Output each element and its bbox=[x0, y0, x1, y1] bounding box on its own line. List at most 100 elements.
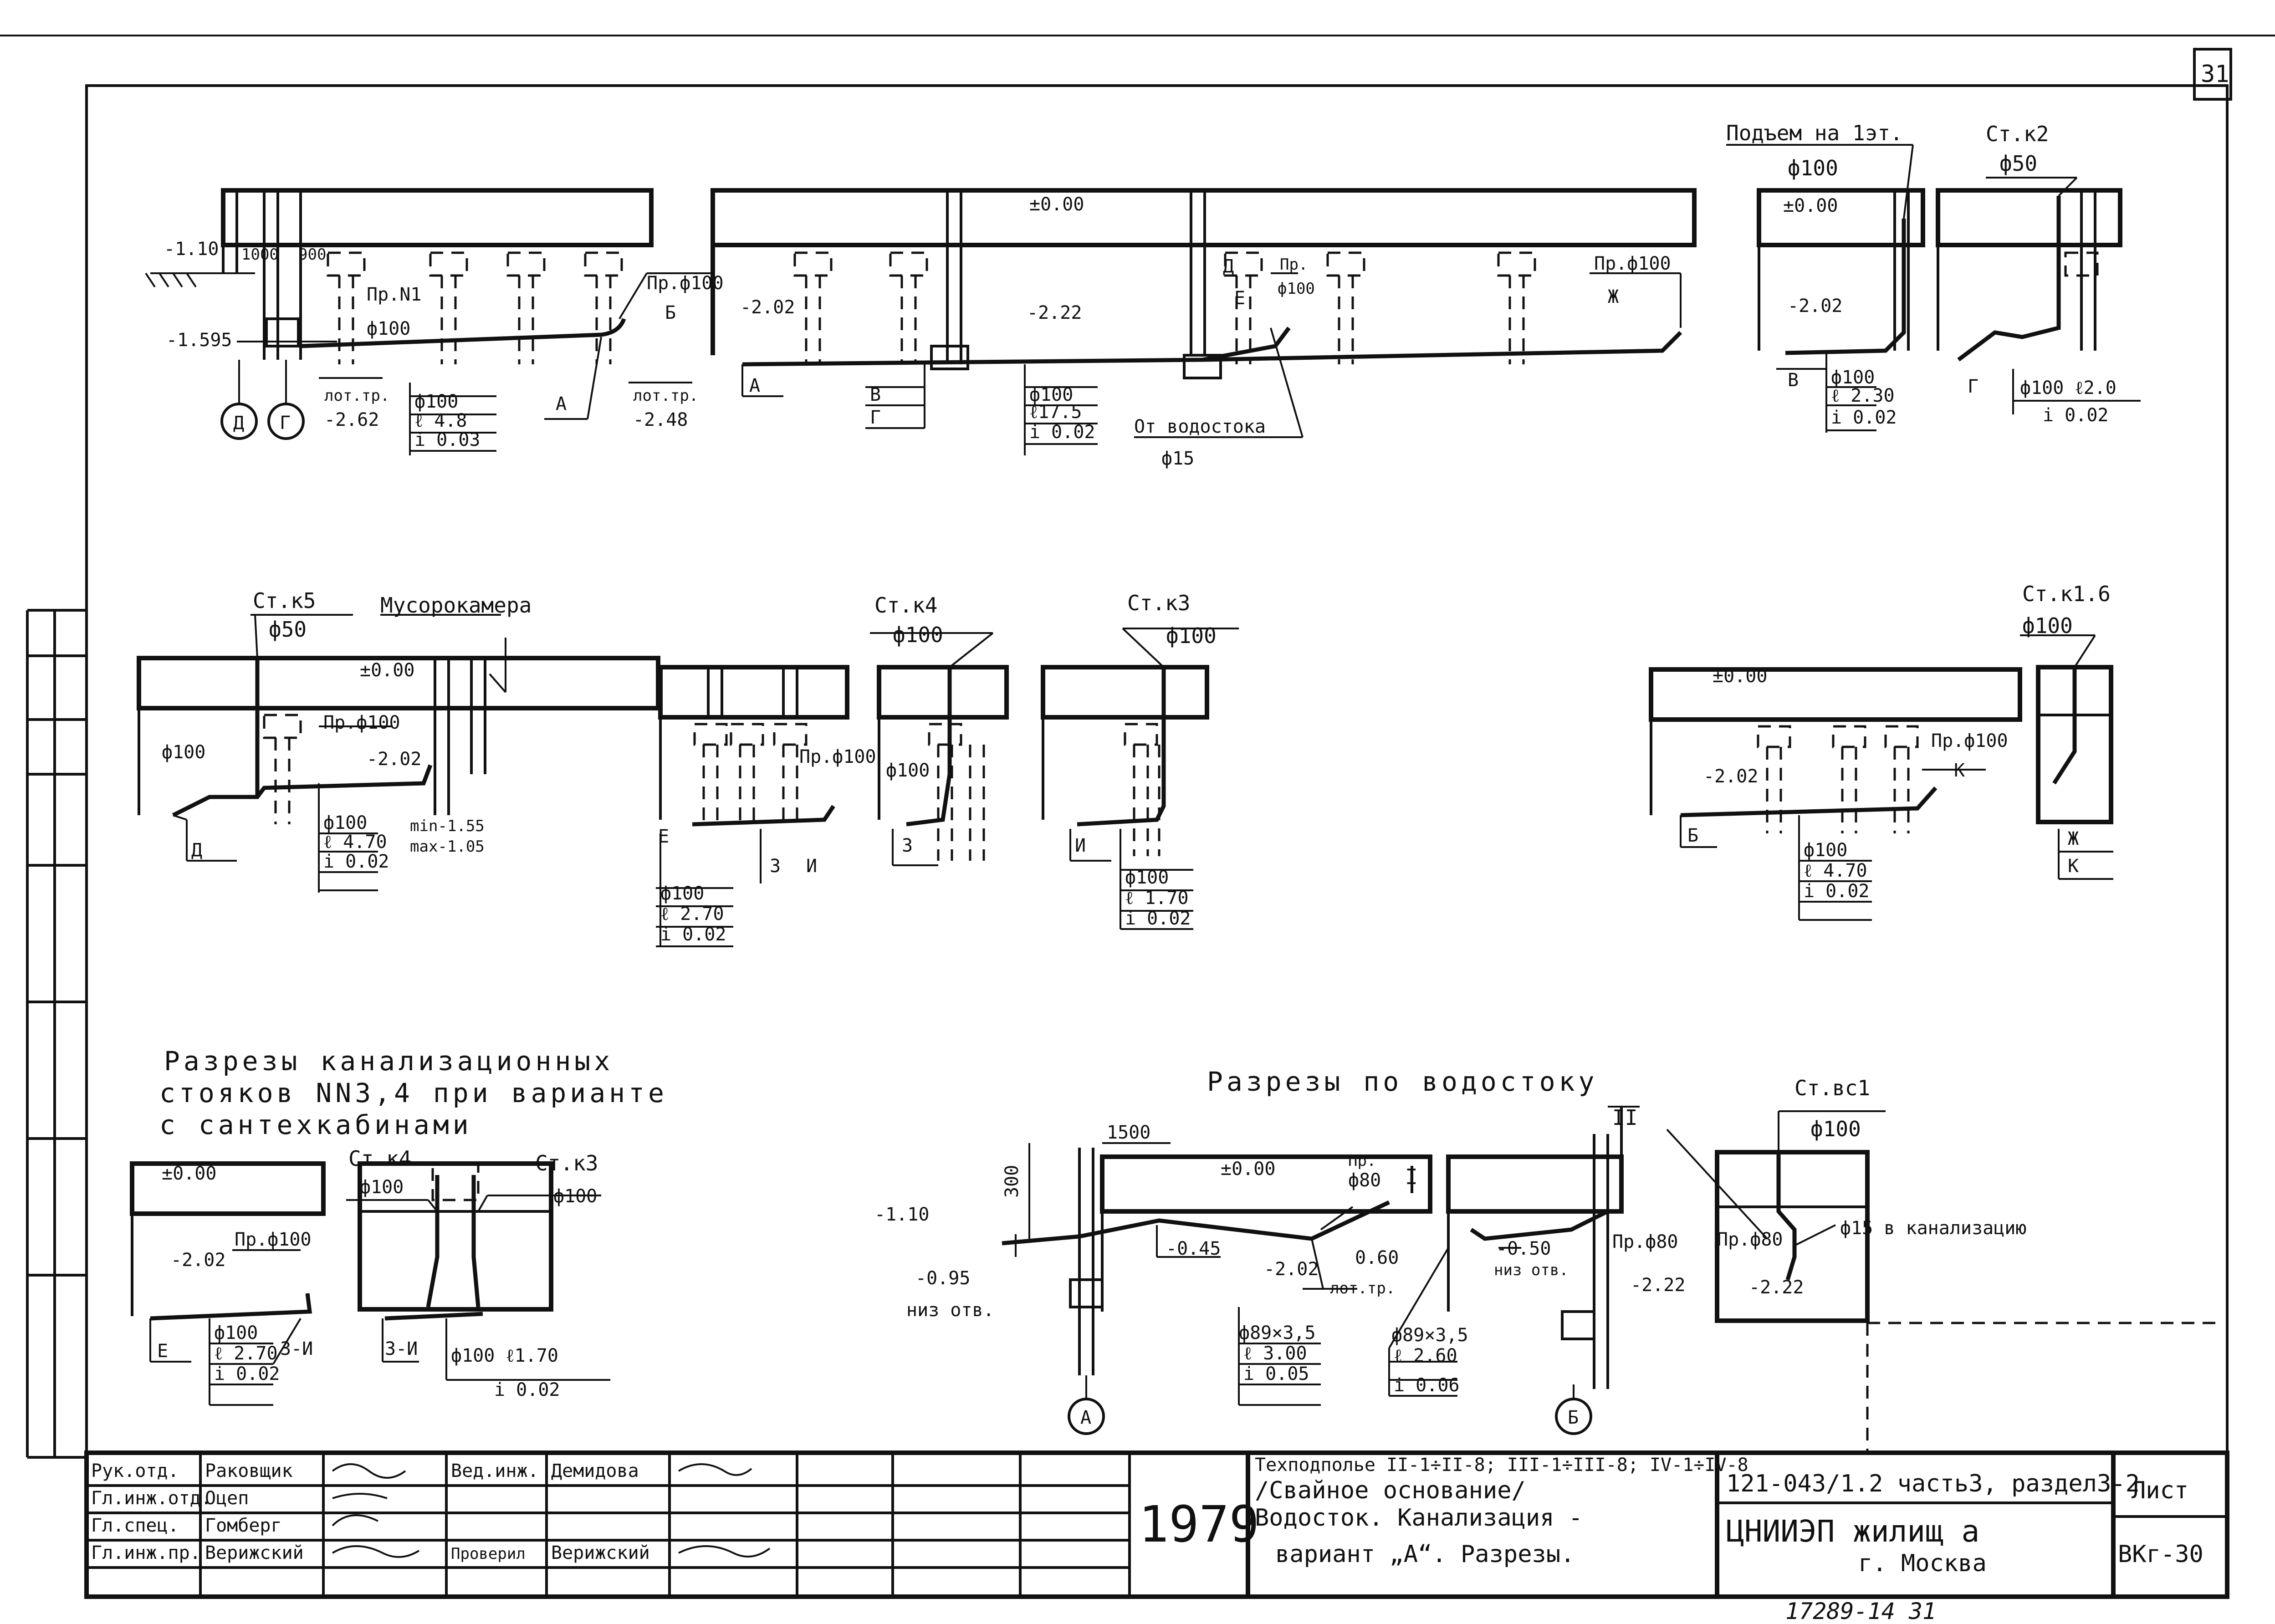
level-label: -2.48 bbox=[633, 409, 688, 430]
section-4-labels: Ст.к2 ф50 Г ф100 ℓ2.0 i 0.02 bbox=[1968, 122, 2117, 426]
section-heading: с сантехкабинами bbox=[159, 1109, 472, 1140]
bottom-right-labels: Ст.вс1 ф100 Пр.ф80 -2.22 ф15 в канализац… bbox=[1717, 1076, 2026, 1298]
level-label: ±0.00 bbox=[1783, 195, 1838, 216]
section-7-drawing bbox=[1041, 628, 1239, 930]
point-label: Е bbox=[658, 826, 669, 847]
pipe-spec: i 0.02 bbox=[660, 924, 726, 945]
pipe-spec: i 0.05 bbox=[1243, 1364, 1309, 1384]
pipe-diameter-label: ф100 bbox=[1166, 623, 1217, 648]
pipe-spec: i 0.06 bbox=[1394, 1375, 1460, 1396]
description-line: вариант „А“. Разрезы. bbox=[1275, 1541, 1575, 1568]
pipe-spec: ℓ 4.8 bbox=[414, 410, 467, 431]
point-label: З-И bbox=[280, 1338, 313, 1359]
level-label: -2.62 bbox=[324, 409, 379, 430]
level-label: -1.10 bbox=[164, 239, 219, 260]
pipe-diameter-label: ф100 bbox=[162, 742, 205, 763]
level-label: ±0.00 bbox=[360, 660, 414, 681]
role-label: Гл.инж.пр. bbox=[91, 1542, 201, 1563]
name-label: Оцеп bbox=[205, 1488, 249, 1509]
organization-label: ЦНИИЭП жилищ а bbox=[1726, 1514, 1979, 1549]
stub-label: Пр.ф100 bbox=[235, 1229, 312, 1250]
level-label: -2.02 bbox=[1264, 1259, 1319, 1280]
level-label: min-1.55 bbox=[410, 817, 485, 835]
point-label: Г bbox=[1968, 376, 1978, 397]
name-label: Раковщик bbox=[205, 1461, 293, 1481]
stub-label: Пр.ф80 bbox=[1612, 1231, 1678, 1252]
pipe-diameter-label: ф80 bbox=[1348, 1170, 1381, 1191]
point-label: З-И bbox=[385, 1338, 418, 1359]
dimension-label: 1000 bbox=[241, 245, 279, 264]
level-label: -2.22 bbox=[1631, 1275, 1685, 1296]
description-line: /Свайное основание/ bbox=[1255, 1477, 1526, 1504]
pipe-spec: i 0.02 bbox=[1125, 908, 1191, 929]
pipe-spec: ℓ 2.70 bbox=[660, 904, 724, 924]
level-label: -2.02 bbox=[740, 297, 795, 318]
role-label: Вед.инж. bbox=[451, 1461, 539, 1481]
level-label: -0.45 bbox=[1166, 1238, 1221, 1259]
sheet-label: Лист bbox=[2132, 1477, 2188, 1504]
point-label: Е bbox=[1234, 288, 1245, 309]
name-label: Гомберг bbox=[205, 1515, 282, 1536]
year-label: 1979 bbox=[1139, 1495, 1259, 1553]
pipe-spec: ф89×3,5 bbox=[1391, 1325, 1468, 1346]
level-label: -2.22 bbox=[1027, 302, 1082, 323]
dimension-label: 1500 bbox=[1107, 1122, 1150, 1143]
section-marker: I bbox=[1405, 1164, 1418, 1189]
pipe-spec: i 0.03 bbox=[414, 429, 481, 450]
level-label: -2.02 bbox=[1703, 766, 1758, 787]
pipe-diameter-label: ф100 bbox=[553, 1186, 597, 1207]
point-label: Д bbox=[191, 840, 202, 861]
stub-label: Пр.N1 bbox=[367, 284, 421, 305]
title-block bbox=[84, 1450, 2229, 1599]
point-label: А bbox=[749, 375, 760, 396]
point-label: З bbox=[770, 856, 781, 877]
pipe-diameter-label: ф50 bbox=[1999, 151, 2037, 176]
level-label: -2.02 bbox=[367, 749, 421, 770]
pipe-diameter-label: ф100 bbox=[2022, 613, 2073, 638]
point-label: В bbox=[1788, 370, 1799, 391]
point-label: Д bbox=[1223, 256, 1234, 277]
level-label: -1.595 bbox=[166, 330, 232, 351]
pipe-spec: i 0.02 bbox=[1804, 881, 1870, 902]
pipe-spec: i 0.02 bbox=[214, 1364, 280, 1384]
axis-marker: Д bbox=[233, 413, 244, 434]
section-4-drawing bbox=[1936, 177, 2141, 414]
pipe-spec: ф100 bbox=[1029, 384, 1073, 405]
section-1-drawing bbox=[145, 188, 711, 455]
level-label: ±0.00 bbox=[1029, 194, 1084, 215]
stub-label: Пр. bbox=[1280, 255, 1308, 274]
pipe-spec: ф100 ℓ2.0 bbox=[2020, 378, 2117, 398]
point-label: Е bbox=[157, 1341, 168, 1362]
description-line: Техподполье II-1÷II-8; III-1÷III-8; IV-1… bbox=[1255, 1455, 1748, 1476]
point-label: И bbox=[806, 856, 817, 877]
level-label: max-1.05 bbox=[410, 838, 485, 856]
point-label: В bbox=[870, 384, 881, 405]
level-label: 0.60 bbox=[1355, 1247, 1399, 1268]
section-8-drawing bbox=[1649, 667, 2022, 921]
level-label: лот.тр. bbox=[633, 387, 698, 405]
pipe-diameter-label: ф50 bbox=[269, 617, 307, 642]
description-line: Водосток. Канализация - bbox=[1255, 1504, 1583, 1532]
pipe-spec: i 0.02 bbox=[1831, 407, 1897, 428]
bottom-right-drawing bbox=[1666, 1110, 2218, 1453]
point-label: Г bbox=[870, 407, 881, 428]
role-label: Рук.отд. bbox=[91, 1461, 179, 1481]
pipe-diameter-label: ф100 bbox=[1788, 156, 1838, 180]
level-label: -1.10 bbox=[874, 1204, 929, 1225]
pipe-spec: i 0.02 bbox=[494, 1379, 560, 1400]
point-label: К bbox=[2068, 856, 2079, 877]
pipe-spec: ℓ 2.30 bbox=[1831, 385, 1895, 406]
section-heading: Разрезы по водостоку bbox=[1207, 1066, 1598, 1097]
pipe-diameter-label: ф100 bbox=[1278, 280, 1315, 298]
axis-marker: Б bbox=[1568, 1407, 1579, 1428]
section-2-drawing bbox=[711, 188, 1697, 455]
pipe-diameter-label: ф15 bbox=[1161, 448, 1194, 469]
section-title: Ст.вс1 bbox=[1794, 1076, 1870, 1100]
section-title: Ст.к1.6 bbox=[2022, 582, 2111, 606]
point-label: Ж bbox=[2068, 828, 2079, 849]
stub-label: Пр.ф100 bbox=[1594, 253, 1671, 274]
stub-label: Пр.ф80 bbox=[1717, 1229, 1783, 1250]
room-label: Мусорокамера bbox=[380, 593, 532, 618]
pipe-spec: ℓ 3.00 bbox=[1243, 1343, 1307, 1364]
